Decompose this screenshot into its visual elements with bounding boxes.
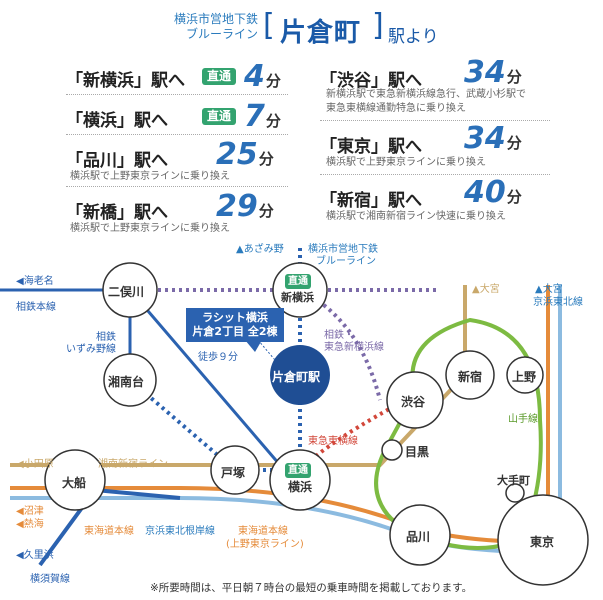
label-yokohama: 横浜: [288, 480, 313, 494]
label-azamino: ▲あざみ野: [236, 244, 284, 255]
label-tokaido-2: 東海道本線: [238, 526, 288, 537]
header-bracket-right: ]: [372, 8, 384, 43]
station-otemachi: [505, 483, 525, 503]
label-ofuna: 大船: [62, 476, 87, 490]
direct-badge: 直通: [202, 108, 237, 125]
route-note: 横浜駅で上野東京ラインに乗り換え: [70, 223, 230, 234]
route-minutes: 29分: [216, 189, 274, 224]
station-futamatagawa: [102, 262, 158, 318]
station-tokyo: [497, 494, 589, 586]
header-line-name-2: ブルーライン: [185, 27, 258, 41]
route-shinjuku: 「新宿」駅へ 40分 横浜駅で湘南新宿ライン快速に乗り換え: [320, 178, 550, 228]
label-sotetsu-tokyu-2: 東急新横浜線: [324, 342, 384, 353]
header-bracket-left: [: [263, 8, 275, 43]
station-ofuna: [44, 449, 106, 511]
station-totsuka: [210, 445, 260, 495]
label-yamanote: 山手線: [508, 414, 538, 425]
label-walk: 徒歩９分: [198, 352, 238, 363]
label-meguro: 目黒: [405, 445, 430, 459]
label-toyoko: 東急東横線: [308, 436, 358, 447]
rassit-callout: ラシット横浜 片倉2丁目 全2棟: [186, 308, 284, 342]
route-dest: 「渋谷」駅へ: [320, 71, 422, 91]
label-odawara: ◀小田原: [16, 459, 54, 470]
label-otemachi: 大手町: [497, 474, 530, 487]
station-shinjuku: [445, 350, 495, 400]
route-note: 横浜駅で上野東京ラインに乗り換え: [70, 171, 230, 182]
station-shinagawa: [389, 504, 451, 566]
label-shinjuku: 新宿: [458, 370, 483, 384]
label-izumino-1: 相鉄: [96, 332, 116, 343]
route-shibuya: 「渋谷」駅へ 34分 新横浜駅で東急新横浜線急行、武蔵小杉駅で 東急東横線通勤特…: [320, 58, 550, 122]
label-blueline-1: 横浜市営地下鉄: [308, 244, 378, 255]
route-note-1: 新横浜駅で東急新横浜線急行、武蔵小杉駅で: [326, 89, 526, 100]
label-numazu: ◀沼津: [16, 506, 44, 517]
label-sotetsu-main: 相鉄本線: [16, 302, 56, 313]
map-direct-badge-shinyokohama: 直通: [285, 274, 311, 289]
label-katakuracho: 片倉町駅: [272, 370, 321, 384]
route-minutes: 7分: [244, 99, 281, 134]
label-yokosuka: 横須賀線: [30, 574, 70, 585]
station-shonandai: [103, 353, 157, 407]
station-meguro: [381, 439, 403, 461]
label-ueno-tokyo: (上野東京ライン): [226, 539, 304, 550]
header-line-name-1: 横浜市営地下鉄: [173, 12, 258, 26]
route-dest: 「新橋」駅へ: [66, 203, 168, 223]
route-dest: 「新横浜」駅へ: [66, 71, 185, 91]
direct-badge: 直通: [202, 68, 237, 85]
label-kurihama: ◀久里浜: [16, 550, 54, 561]
route-minutes: 34分: [464, 55, 522, 90]
route-dest: 「横浜」駅へ: [66, 111, 168, 131]
station-shibuya: [386, 371, 444, 429]
station-ueno: [506, 356, 544, 394]
route-shinyokohama: 「新横浜」駅へ 直通 4分: [66, 60, 288, 96]
label-blueline-2: ブルーライン: [316, 256, 376, 267]
header-tail: 駅より: [388, 27, 439, 47]
route-minutes: 34分: [464, 121, 522, 156]
route-note-2: 東急東横線通勤特急に乗り換え: [326, 103, 466, 114]
route-dest: 「品川」駅へ: [66, 151, 168, 171]
route-yokohama: 「横浜」駅へ 直通 7分: [66, 100, 288, 136]
route-minutes: 40分: [464, 175, 522, 210]
label-futamatagawa: 二俣川: [108, 285, 145, 299]
route-shinagawa: 「品川」駅へ 25分 横浜駅で上野東京ラインに乗り換え: [66, 140, 288, 188]
route-note-1: 横浜駅で湘南新宿ライン快速に乗り換え: [326, 211, 506, 222]
label-shonandai: 湘南台: [108, 375, 145, 389]
footer-note: ※所要時間は、平日朝７時台の最短の乗車時間を掲載しております。: [150, 582, 473, 594]
label-shinagawa: 品川: [406, 530, 431, 544]
route-dest: 「新宿」駅へ: [320, 191, 422, 211]
label-atami: ◀熱海: [16, 519, 44, 530]
label-shinyokohama: 新横浜: [281, 291, 314, 304]
label-sotetsu-tokyu-1: 相鉄・: [324, 330, 354, 341]
label-shibuya: 渋谷: [401, 395, 426, 409]
label-omiya-2: ▲大宮: [535, 284, 563, 295]
route-dest: 「東京」駅へ: [320, 137, 422, 157]
label-shonan-shinjuku: 湘南新宿ライン: [98, 459, 168, 470]
label-ebina: ◀海老名: [16, 276, 54, 287]
label-keihin-negishi: 京浜東北根岸線: [145, 526, 215, 537]
route-tokyo: 「東京」駅へ 34分 横浜駅で上野東京ラインに乗り換え: [320, 121, 550, 175]
label-omiya-1: ▲大宮: [472, 284, 500, 295]
label-izumino-2: いずみ野線: [66, 344, 116, 355]
label-tokyo: 東京: [530, 535, 555, 549]
route-note-1: 横浜駅で上野東京ラインに乗り換え: [326, 157, 486, 168]
label-ueno: 上野: [512, 370, 537, 384]
route-minutes: 25分: [216, 137, 274, 172]
label-totsuka: 戸塚: [221, 466, 246, 480]
header-station: 片倉町: [280, 18, 362, 48]
map-direct-badge-yokohama: 直通: [285, 463, 311, 478]
label-keihin-tohoku: 京浜東北線: [533, 297, 583, 308]
label-tokaido-1: 東海道本線: [84, 526, 134, 537]
route-shinbashi: 「新橋」駅へ 29分 横浜駅で上野東京ラインに乗り換え: [66, 192, 288, 240]
route-minutes: 4分: [244, 59, 281, 94]
station-katakuracho: [270, 345, 330, 405]
